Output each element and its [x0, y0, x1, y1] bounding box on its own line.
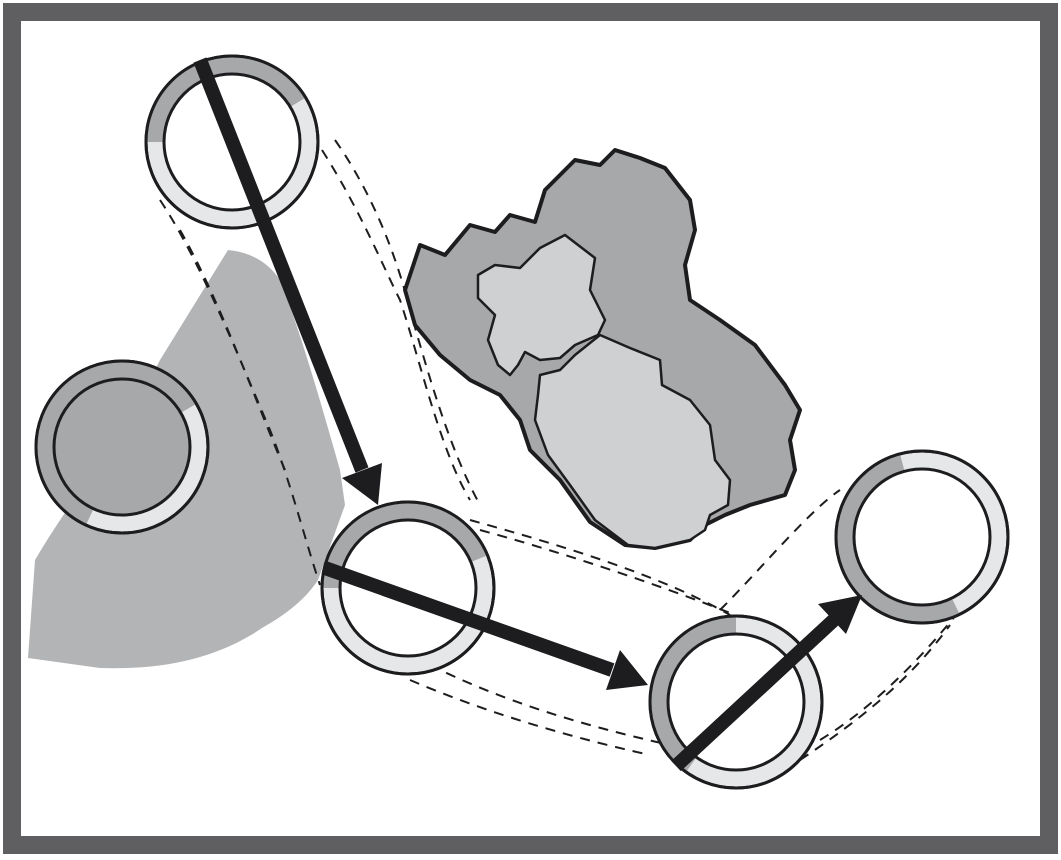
pale-subregion-upper — [476, 233, 607, 377]
dashed-connectors — [159, 139, 961, 761]
territory-blob — [403, 148, 802, 550]
arrow-center-to-bottom-right — [322, 561, 648, 690]
arrow-bottom-right-to-right — [671, 595, 862, 772]
node-center — [320, 500, 496, 676]
node-right — [834, 449, 1010, 625]
node-left — [34, 359, 210, 535]
arrow-top-to-center — [193, 57, 382, 505]
pale-subregion-lower — [533, 333, 732, 550]
